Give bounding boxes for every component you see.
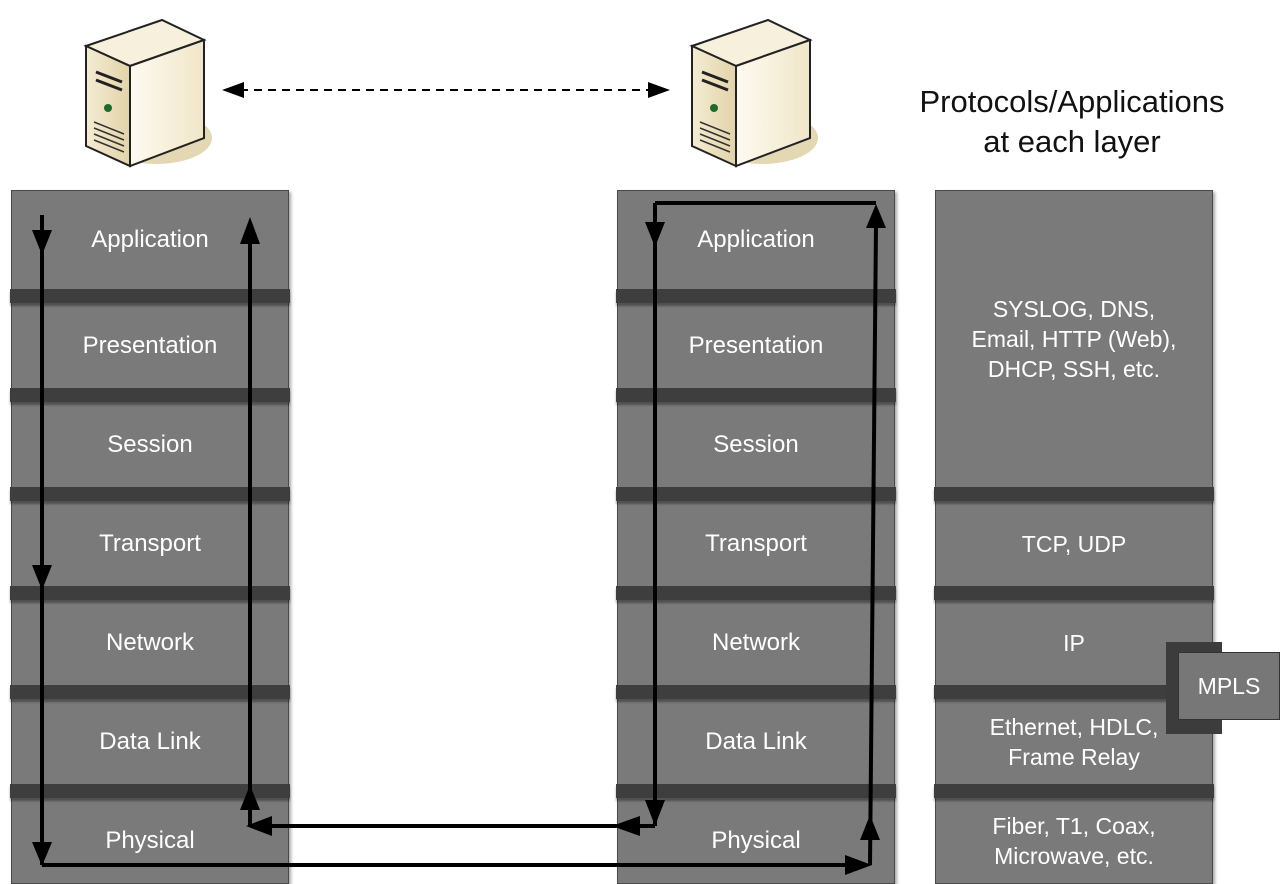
flow-line-up-right — [868, 224, 878, 866]
layer-physical: Physical — [711, 826, 801, 854]
peer-dashed-arrow — [222, 82, 670, 98]
arrowhead-left — [246, 816, 272, 836]
arrowhead-down — [32, 565, 52, 590]
layer-divider — [616, 586, 896, 600]
arrowhead-down — [645, 800, 665, 826]
arrowhead-down — [645, 222, 665, 247]
layer-network: Network — [711, 628, 801, 656]
layer-transport: Transport — [99, 529, 201, 557]
right-server-icon — [689, 18, 818, 168]
layer-divider — [934, 685, 1214, 699]
layer-network: Network — [105, 628, 195, 656]
layer-divider — [934, 784, 1214, 798]
left-osi-stack: Application Presentation Session Transpo… — [10, 190, 290, 884]
layer-divider — [616, 685, 896, 699]
arrowhead-down — [32, 842, 52, 866]
protocol-stack: SYSLOG, DNS, Email, HTTP (Web), DHCP, SS… — [934, 190, 1214, 884]
layer-divider — [10, 487, 290, 501]
layer-session: Session — [713, 430, 799, 458]
layer-data-link: Data Link — [705, 727, 807, 755]
protocols-heading: Protocols/Applications at each layer — [919, 84, 1225, 159]
mpls-label: MPLS — [1178, 652, 1280, 720]
arrowhead-down — [32, 230, 52, 255]
layer-application: Application — [697, 226, 815, 253]
layer-divider — [616, 487, 896, 501]
layer-application: Application — [91, 226, 209, 253]
layer-divider — [934, 586, 1214, 600]
layer-divider — [616, 388, 896, 402]
layer-divider — [10, 586, 290, 600]
layer-divider — [10, 289, 290, 303]
protocols-upper-layers: SYSLOG, DNS, Email, HTTP (Web), DHCP, SS… — [971, 296, 1177, 382]
layer-transport: Transport — [705, 529, 807, 557]
layer-physical: Physical — [105, 826, 195, 854]
protocols-physical: Fiber, T1, Coax, Microwave, etc. — [992, 812, 1156, 869]
layer-divider — [10, 388, 290, 402]
layer-divider — [10, 685, 290, 699]
arrowhead-right — [845, 855, 872, 875]
layer-divider — [934, 487, 1214, 501]
left-server-icon — [83, 18, 212, 168]
right-osi-stack: Application Presentation Session Transpo… — [616, 190, 896, 884]
arrowhead-up — [240, 785, 260, 810]
protocols-network: IP — [1063, 629, 1085, 656]
layer-divider — [616, 289, 896, 303]
layer-presentation: Presentation — [688, 331, 824, 359]
layer-presentation: Presentation — [82, 331, 218, 359]
layer-divider — [10, 784, 290, 798]
arrowhead-up — [860, 815, 880, 840]
arrowhead-up — [866, 204, 886, 228]
protocols-data-link: Ethernet, HDLC, Frame Relay — [989, 713, 1159, 770]
protocols-transport: TCP, UDP — [1021, 530, 1127, 557]
layer-data-link: Data Link — [99, 727, 201, 755]
layer-divider — [616, 784, 896, 798]
layer-session: Session — [107, 430, 193, 458]
arrowhead-left — [612, 816, 640, 836]
arrowhead-up — [240, 217, 260, 244]
